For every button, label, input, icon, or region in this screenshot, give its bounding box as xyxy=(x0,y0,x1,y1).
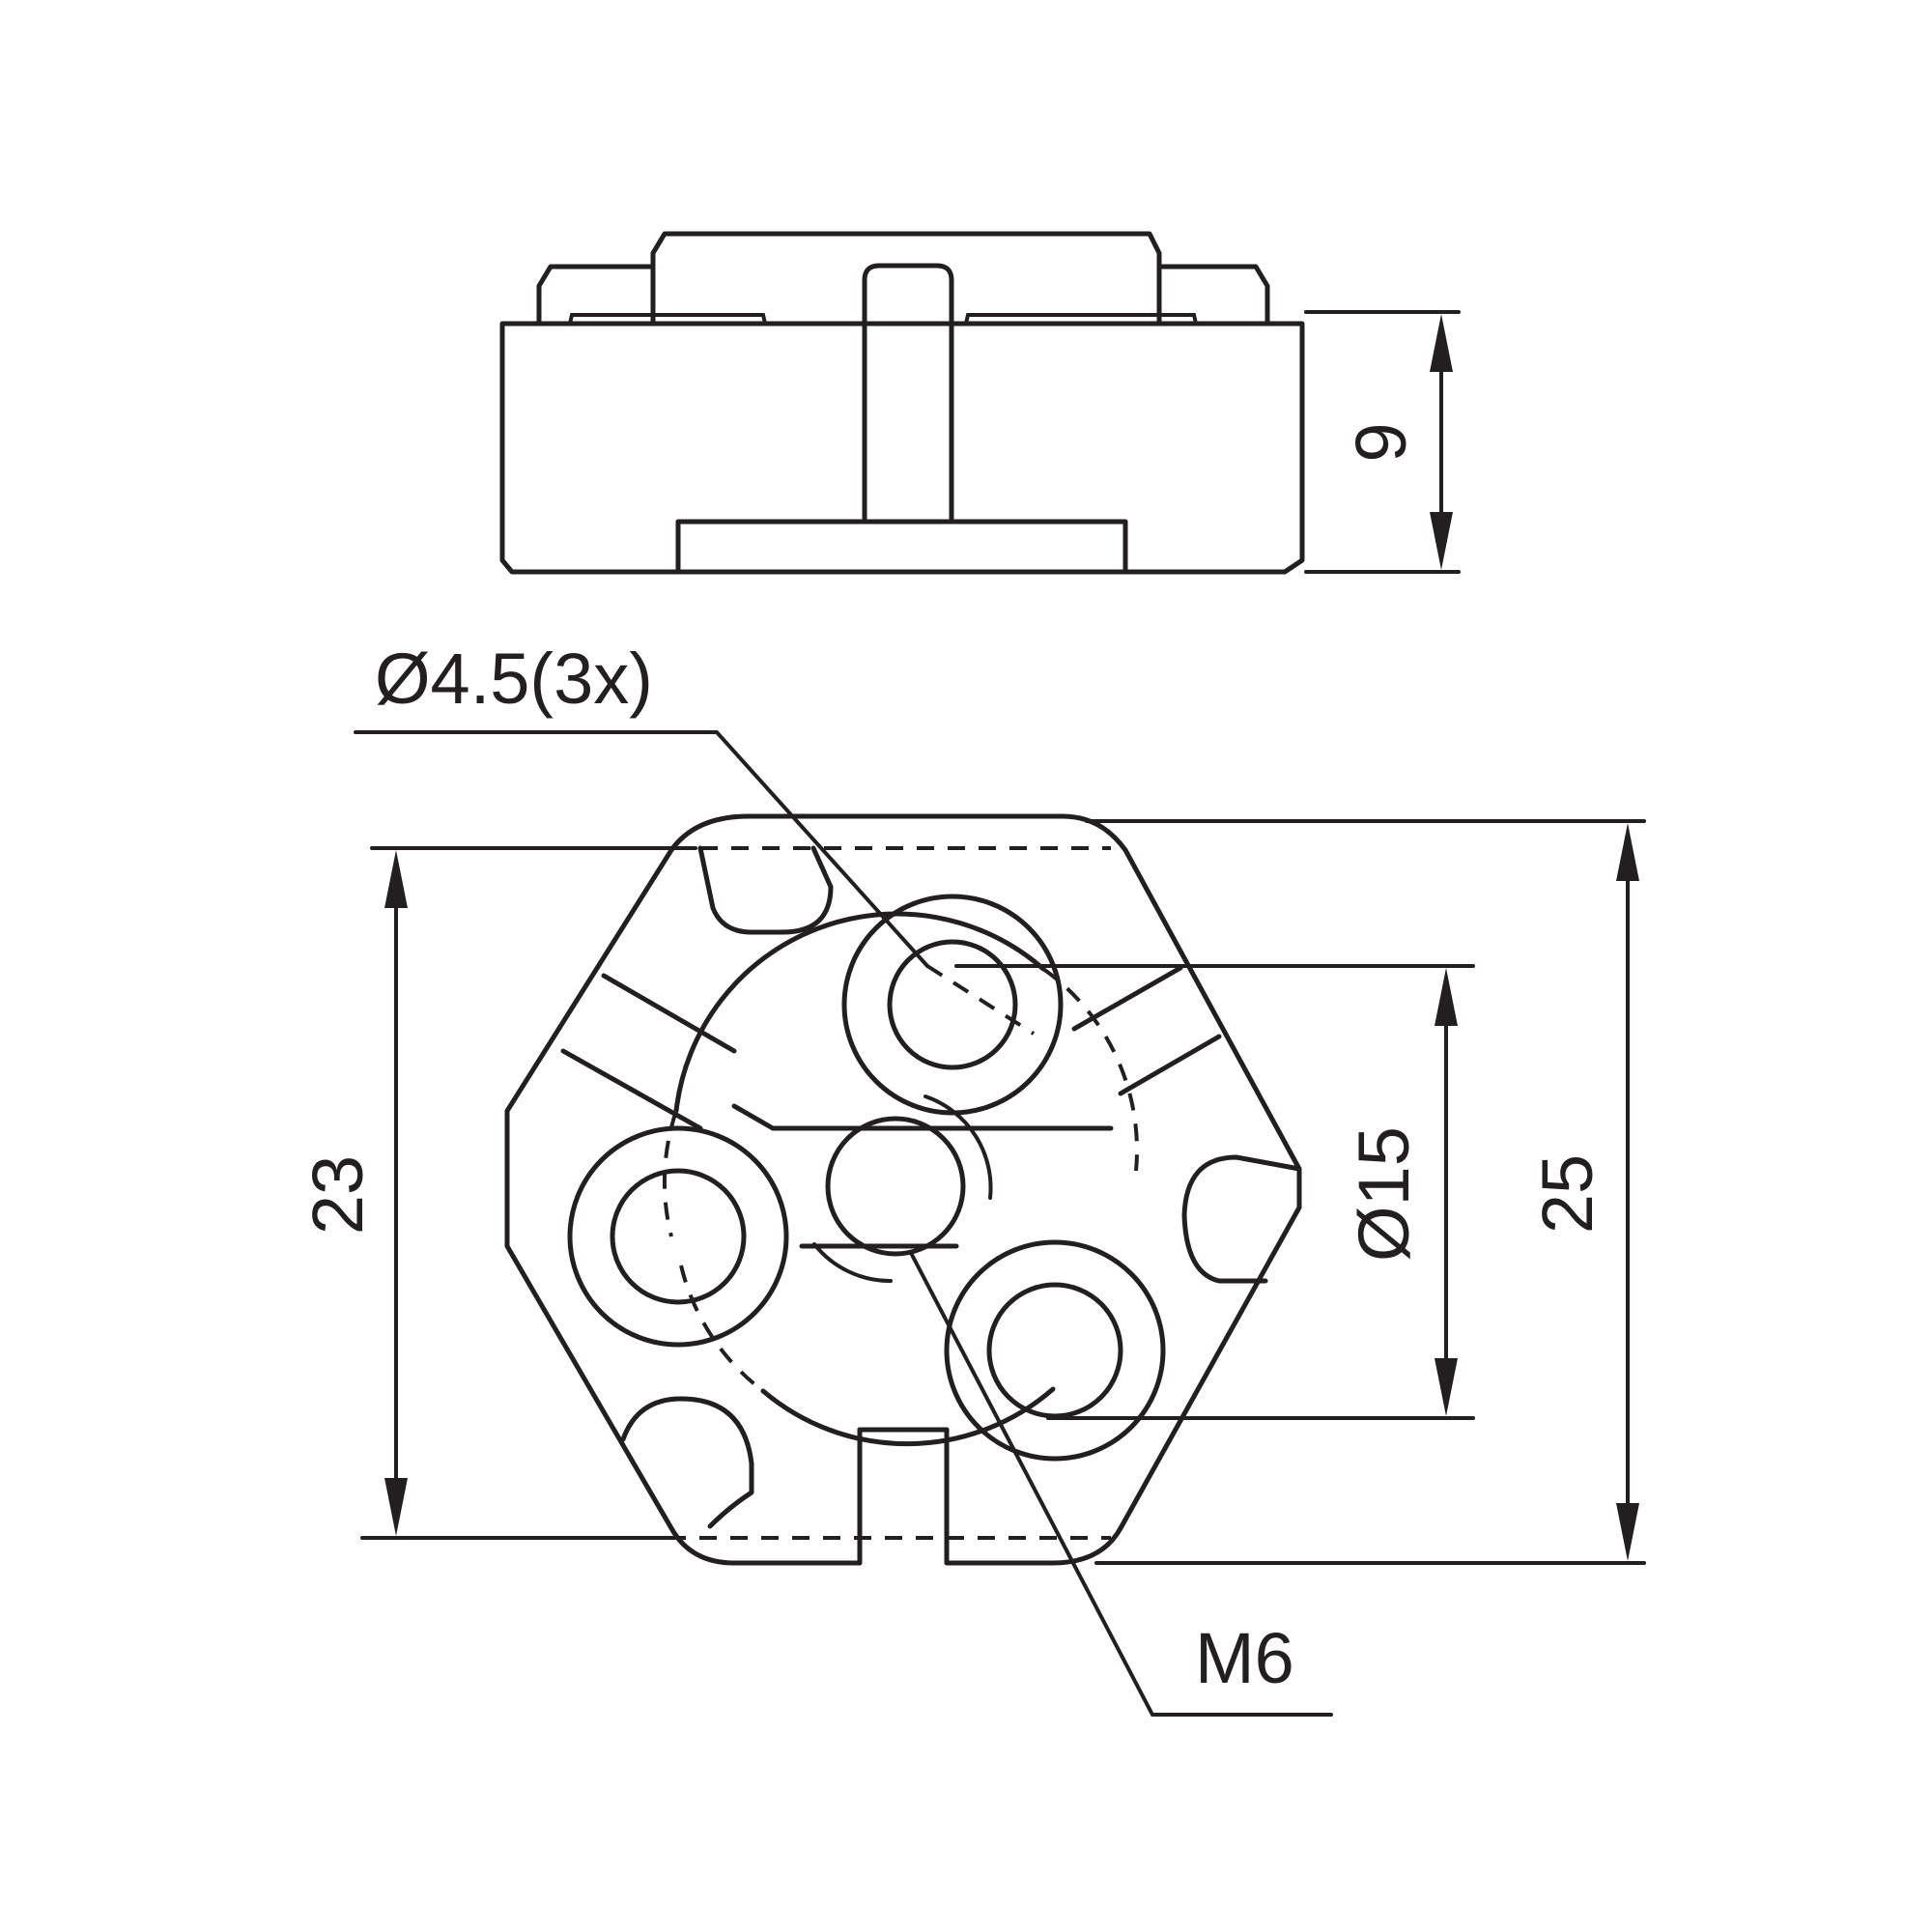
dimension-diameter: Ø15 xyxy=(954,964,1475,1420)
top-view xyxy=(504,813,1302,1566)
dim-across-corners-label: 25 xyxy=(1527,1154,1607,1234)
dimension-height: 9 xyxy=(1304,310,1461,574)
thread-callout-label: M6 xyxy=(1195,1618,1294,1698)
callout-thread: M6 xyxy=(909,1251,1333,1717)
side-view xyxy=(499,231,1305,575)
callout-hole: Ø4.5(3x) xyxy=(354,639,1036,1036)
dimension-flat-to-flat: 23 xyxy=(298,846,697,1540)
dimension-across-corners: 25 xyxy=(1085,819,1646,1565)
hole-callout-label: Ø4.5(3x) xyxy=(375,639,653,719)
dim-height-label: 9 xyxy=(1341,422,1421,462)
dim-diameter-label: Ø15 xyxy=(1344,1126,1424,1262)
dim-flat-to-flat-label: 23 xyxy=(298,1155,378,1235)
